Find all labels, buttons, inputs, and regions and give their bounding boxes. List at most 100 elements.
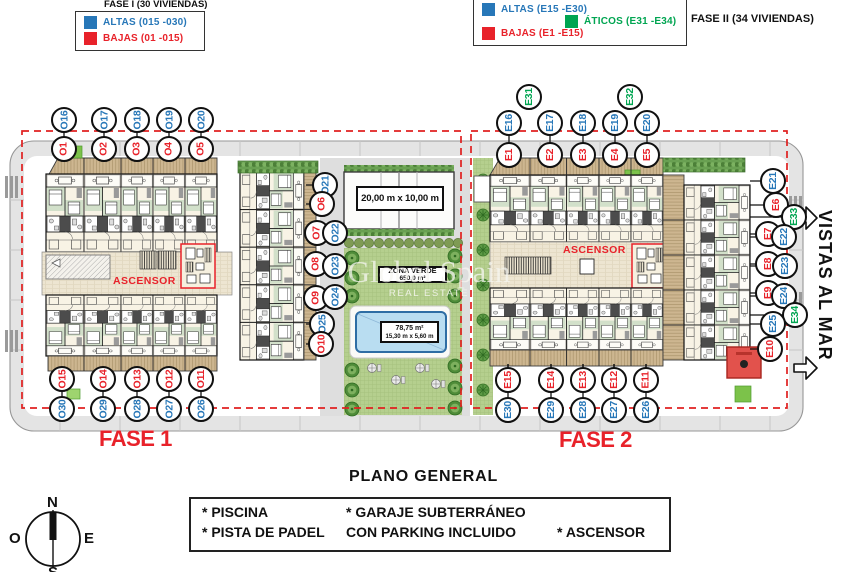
- unit-circle-E30: E30: [495, 397, 521, 423]
- unit-circle-O30: O30: [49, 396, 75, 422]
- unit-circle-E23: E23: [772, 253, 798, 279]
- unit-circle-E6: E6: [763, 192, 789, 218]
- unit-circle-label: E32: [623, 88, 636, 106]
- legend-row-aticos: ÁTICOS (E31 -E34): [565, 15, 676, 28]
- legend-bajas-label: BAJAS (01 -015): [103, 33, 184, 44]
- unit-circle-label: E20: [640, 114, 653, 132]
- unit-circle-O4: O4: [156, 136, 182, 162]
- unit-circle-label: E19: [608, 114, 621, 132]
- unit-circle-O12: O12: [156, 366, 182, 392]
- unit-circle-O28: O28: [124, 396, 150, 422]
- unit-circle-E10: E10: [757, 336, 783, 362]
- compass-east-label: E: [84, 530, 95, 547]
- unit-circle-label: O6: [315, 197, 328, 211]
- unit-circle-label: O14: [96, 369, 109, 389]
- unit-circle-E2: E2: [537, 142, 563, 168]
- unit-circle-label: E25: [766, 315, 779, 333]
- fase2-label: FASE 2: [559, 427, 632, 452]
- unit-circle-O1: O1: [51, 136, 77, 162]
- unit-circle-O15: O15: [49, 366, 75, 392]
- unit-circle-O29: O29: [90, 396, 116, 422]
- legend-row-altas2: ALTAS (E15 -E30): [482, 3, 587, 16]
- unit-circle-O16: O16: [51, 107, 77, 133]
- vistas-al-mar-label: VISTAS AL MAR: [815, 210, 835, 361]
- footer-item-piscina: * PISCINA: [202, 504, 269, 520]
- unit-circle-label: O4: [162, 142, 175, 156]
- unit-circle-E31: E31: [516, 84, 542, 110]
- unit-circle-label: E21: [766, 172, 779, 190]
- unit-circle-E17: E17: [537, 110, 563, 136]
- unit-circle-label: E23: [778, 257, 791, 275]
- compass-south-label: S: [48, 564, 58, 572]
- unit-circle-E1: E1: [496, 142, 522, 168]
- unit-circle-E28: E28: [570, 397, 596, 423]
- unit-circle-label: E2: [544, 148, 556, 162]
- footer-title: PLANO GENERAL: [349, 468, 499, 485]
- unit-circle-label: O10: [314, 334, 327, 354]
- legend-aticos-label: ÁTICOS (E31 -E34): [584, 16, 677, 27]
- unit-circle-label: O9: [309, 291, 322, 305]
- unit-circle-label: E30: [501, 401, 514, 419]
- unit-circle-label: O22: [328, 223, 341, 243]
- unit-circle-E13: E13: [570, 367, 596, 393]
- unit-circle-O26: O26: [188, 396, 214, 422]
- legend-row-bajas: BAJAS (01 -015): [84, 32, 183, 45]
- unit-circle-label: E1: [503, 148, 515, 162]
- unit-circle-E14: E14: [538, 367, 564, 393]
- unit-circle-E4: E4: [602, 142, 628, 168]
- unit-circle-label: E17: [543, 114, 556, 132]
- footer-item-ascensor: * ASCENSOR: [557, 524, 646, 540]
- unit-circle-label: E15: [501, 371, 514, 389]
- unit-circle-label: E4: [609, 148, 621, 162]
- unit-circle-label: O30: [55, 399, 68, 419]
- unit-circle-E32: E32: [617, 84, 643, 110]
- zona-verde-area: 650,0 m²: [399, 275, 426, 282]
- fase1-label: FASE 1: [99, 426, 172, 451]
- legend-altas2-label: ALTAS (E15 -E30): [501, 4, 588, 15]
- legend-bajas2-swatch: [482, 27, 495, 40]
- unit-circle-O11: O11: [188, 366, 214, 392]
- unit-circle-E20: E20: [634, 110, 660, 136]
- footer-item-pista-padel: * PISTA DE PADEL: [202, 524, 325, 540]
- unit-circle-label: E26: [639, 401, 652, 419]
- unit-circle-O3: O3: [124, 136, 150, 162]
- legend-bajas-swatch: [84, 32, 97, 45]
- unit-circle-label: O16: [57, 110, 70, 130]
- unit-circle-label: E34: [788, 306, 801, 324]
- unit-circle-label: E31: [522, 88, 535, 106]
- unit-circle-label: E29: [544, 401, 557, 419]
- unit-circle-label: O1: [57, 142, 70, 156]
- unit-circle-E27: E27: [601, 397, 627, 423]
- unit-circle-E3: E3: [570, 142, 596, 168]
- unit-circle-label: O17: [97, 110, 110, 130]
- unit-circle-label: E27: [607, 401, 620, 419]
- unit-circle-O13: O13: [124, 366, 150, 392]
- padel-dimensions: 20,00 m x 10,00 m: [361, 193, 439, 204]
- unit-circle-O5: O5: [188, 136, 214, 162]
- ascensor2-label: ASCENSOR: [563, 244, 626, 256]
- unit-circle-label: E28: [576, 401, 589, 419]
- unit-circle-label: E11: [640, 371, 652, 389]
- unit-circle-label: O29: [96, 399, 109, 419]
- unit-circle-O19: O19: [156, 107, 182, 133]
- footer-item-garaje: * GARAJE SUBTERRÁNEO: [346, 504, 526, 520]
- legend-row-bajas2: BAJAS (E1 -E15): [482, 27, 583, 40]
- unit-circle-O27: O27: [156, 396, 182, 422]
- unit-circle-E5: E5: [634, 142, 660, 168]
- unit-circle-label: O2: [97, 142, 110, 156]
- legend-altas2-swatch: [482, 3, 495, 16]
- compass-rose: [25, 510, 81, 568]
- legend-bajas2-label: BAJAS (E1 -E15): [501, 28, 584, 39]
- unit-circle-E22: E22: [771, 224, 797, 250]
- unit-circle-E29: E29: [538, 397, 564, 423]
- unit-circle-label: E10: [763, 340, 776, 358]
- unit-circle-O23: O23: [322, 253, 348, 279]
- unit-circle-O20: O20: [188, 107, 214, 133]
- unit-circle-label: O28: [130, 399, 143, 419]
- unit-circle-label: O13: [130, 369, 143, 389]
- unit-circle-label: E24: [777, 287, 790, 305]
- footer-legend-box: [189, 497, 671, 552]
- unit-circle-E16: E16: [496, 110, 522, 136]
- unit-circle-label: O26: [194, 399, 207, 419]
